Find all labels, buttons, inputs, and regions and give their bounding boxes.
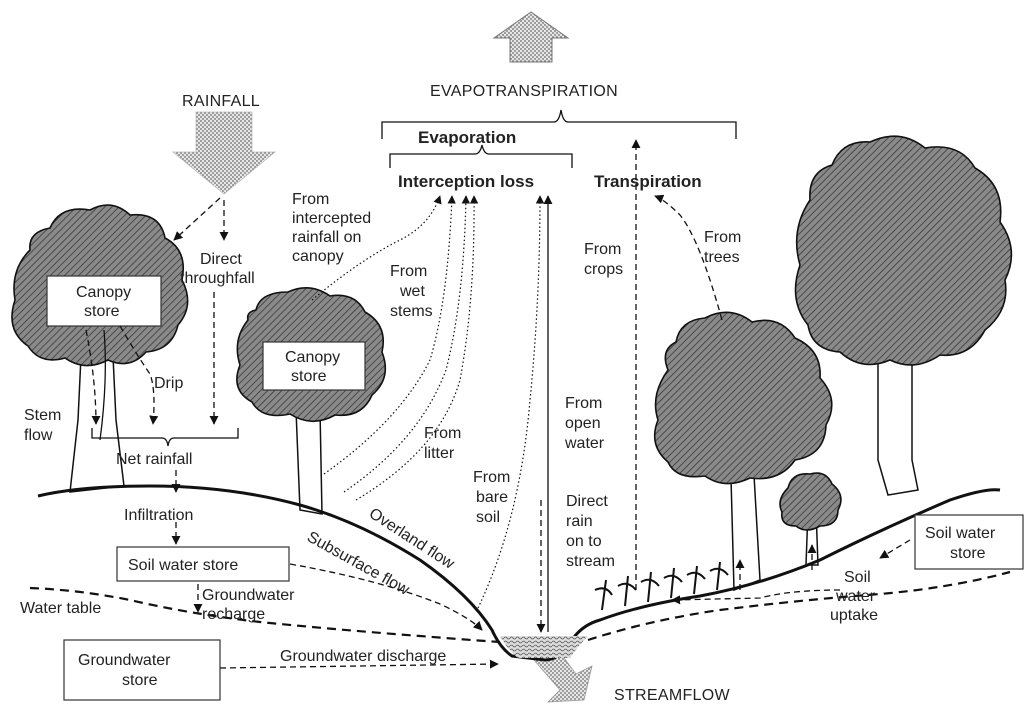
canopy-store-left-label-1: Canopy [76, 284, 131, 301]
groundwater-recharge-label-1: Groundwater [202, 587, 295, 604]
middle-tree [236, 287, 387, 515]
stream-flow-arrows [219, 500, 911, 669]
from-open-water-label-2: open [565, 415, 601, 432]
direct-throughfall-label-1: Direct [200, 251, 242, 268]
from-intercepted-label-4: canopy [292, 248, 344, 265]
water-table-label: Water table [20, 600, 101, 617]
soil-water-uptake-label-2: water [835, 588, 876, 605]
from-open-water-label-1: From [565, 395, 602, 412]
crops [594, 561, 729, 611]
evaporation-label: Evaporation [418, 128, 516, 147]
from-crops-label-1: From [584, 241, 621, 258]
small-right-tree [779, 472, 842, 566]
net-rainfall-label: Net rainfall [116, 451, 192, 468]
canopy-store-left-box [46, 275, 162, 327]
subsurface-flow-label: Subsurface flow [304, 529, 412, 599]
drip-label: Drip [154, 375, 183, 392]
groundwater-store-label-1: Groundwater [78, 652, 171, 669]
soil-water-uptake-label-3: uptake [830, 607, 878, 624]
from-bare-soil-label-1: From [473, 469, 510, 486]
stem-flow-label-1: Stem [24, 407, 61, 424]
transpiration-label: Transpiration [594, 172, 702, 191]
rainfall-flow-arrows [85, 197, 239, 613]
stem-flow-label-2: flow [24, 427, 53, 444]
groundwater-recharge-label-2: recharge [202, 606, 265, 623]
canopy-store-mid-label-2: store [291, 368, 327, 385]
direct-throughfall-label-2: throughfall [180, 270, 255, 287]
from-open-water-label-3: water [564, 435, 605, 452]
groundwater-discharge-label: Groundwater discharge [280, 648, 446, 665]
evaporation-arrows [311, 139, 723, 632]
from-bare-soil-label-2: bare [476, 489, 508, 506]
groundwater-store-box [63, 639, 221, 701]
soil-water-store-right-label-2: store [950, 545, 986, 562]
right-middle-tree [653, 311, 833, 592]
overland-flow-label: Overland flow [366, 505, 458, 573]
water-table-line-right [587, 570, 1011, 642]
ground-surface [37, 484, 1001, 662]
infiltration-label: Infiltration [124, 507, 193, 524]
direct-rain-label-3: on to [566, 533, 602, 550]
rainfall-arrow [171, 111, 277, 195]
from-wet-stems-label-2: wet [399, 283, 425, 300]
soil-water-store-right-label-1: Soil water [925, 525, 996, 542]
from-wet-stems-label-3: stems [390, 303, 433, 320]
soil-water-store-left-label: Soil water store [128, 557, 238, 574]
from-intercepted-label-1: From [292, 191, 329, 208]
stream-water [500, 636, 588, 658]
canopy-store-left-label-2: store [84, 303, 120, 320]
canopy-store-mid-box [262, 341, 366, 391]
soil-water-store-right-box [914, 514, 1024, 570]
direct-rain-label-1: Direct [566, 493, 608, 510]
from-intercepted-label-2: intercepted [292, 210, 371, 227]
evapotranspiration-brace [381, 109, 737, 139]
from-trees-label-2: trees [704, 249, 740, 266]
direct-rain-label-4: stream [566, 553, 615, 570]
left-tree [11, 204, 189, 493]
canopy-store-mid-label-1: Canopy [285, 349, 340, 366]
groundwater-store-label-2: store [122, 672, 158, 689]
evaporation-brace [389, 144, 573, 168]
soil-water-uptake-label-1: Soil [844, 569, 871, 586]
from-wet-stems-label-1: From [390, 263, 427, 280]
from-crops-label-2: crops [584, 261, 623, 278]
evapotranspiration-arrow [492, 11, 570, 63]
from-bare-soil-label-3: soil [476, 509, 500, 526]
rainfall-label: RAINFALL [182, 93, 260, 110]
from-intercepted-label-3: rainfall on [292, 229, 361, 246]
direct-rain-label-2: rain [566, 513, 593, 530]
from-trees-label-1: From [704, 229, 741, 246]
water-table-line [29, 586, 501, 644]
from-litter-label-2: litter [424, 445, 455, 462]
soil-water-store-left-box [116, 546, 290, 582]
evapotranspiration-label: EVAPOTRANSPIRATION [430, 83, 618, 100]
from-litter-label-1: From [424, 425, 461, 442]
streamflow-label: STREAMFLOW [614, 687, 730, 704]
interception-loss-label: Interception loss [398, 172, 534, 191]
right-tall-tree [794, 135, 1013, 496]
